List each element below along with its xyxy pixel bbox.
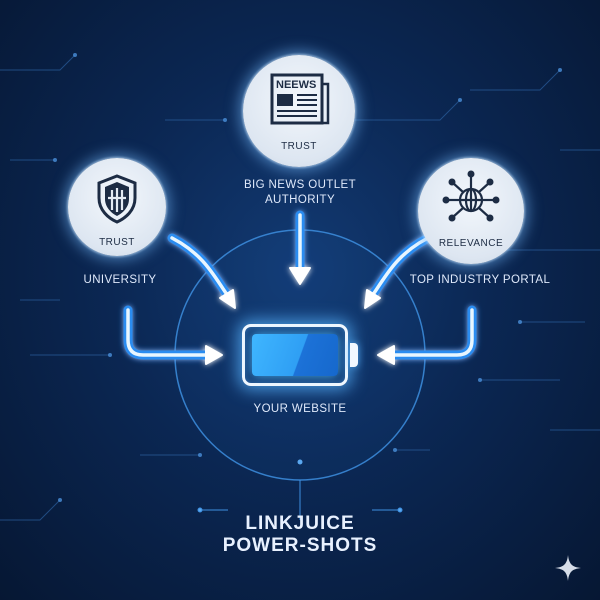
battery-fill — [252, 334, 338, 376]
circuit-dots — [53, 53, 562, 502]
arrow-news — [289, 210, 311, 285]
university-badge: TRUST — [99, 237, 135, 248]
arrow-portal-curve — [364, 233, 433, 309]
website-caption: YOUR WEBSITE — [253, 403, 347, 415]
news-badge: TRUST — [281, 141, 317, 152]
newspaper-masthead: NEEWS — [276, 79, 316, 91]
battery-body — [242, 324, 348, 386]
title-lines — [197, 507, 403, 513]
battery-tip — [350, 343, 358, 367]
network-globe-icon — [442, 170, 500, 222]
news-caption-line2: AUTHORITY — [264, 194, 336, 206]
portal-node: RELEVANCE — [418, 158, 524, 264]
battery-icon — [242, 324, 358, 386]
title-line1: LINKJUICE — [245, 513, 355, 534]
university-caption: UNIVERSITY — [83, 274, 157, 286]
title-block: LINKJUICE POWER-SHOTS — [0, 513, 600, 557]
arrow-university-curve — [167, 233, 236, 309]
shield-icon — [97, 174, 137, 224]
title-line2: POWER-SHOTS — [222, 535, 378, 556]
sparkle-icon — [555, 555, 581, 581]
circuit-lines — [0, 54, 600, 521]
portal-caption: TOP INDUSTRY PORTAL — [409, 274, 551, 286]
arrow-university-elbow — [123, 305, 223, 365]
news-caption-line1: BIG NEWS OUTLET — [243, 179, 357, 191]
news-node: NEEWS TRUST — [243, 55, 355, 167]
news-caption: BIG NEWS OUTLET AUTHORITY — [220, 178, 380, 208]
portal-badge: RELEVANCE — [438, 238, 504, 249]
arrow-portal-elbow — [377, 305, 477, 365]
flow-arrows — [123, 210, 477, 365]
university-node: TRUST — [68, 158, 166, 256]
newspaper-icon: NEEWS — [270, 73, 330, 125]
